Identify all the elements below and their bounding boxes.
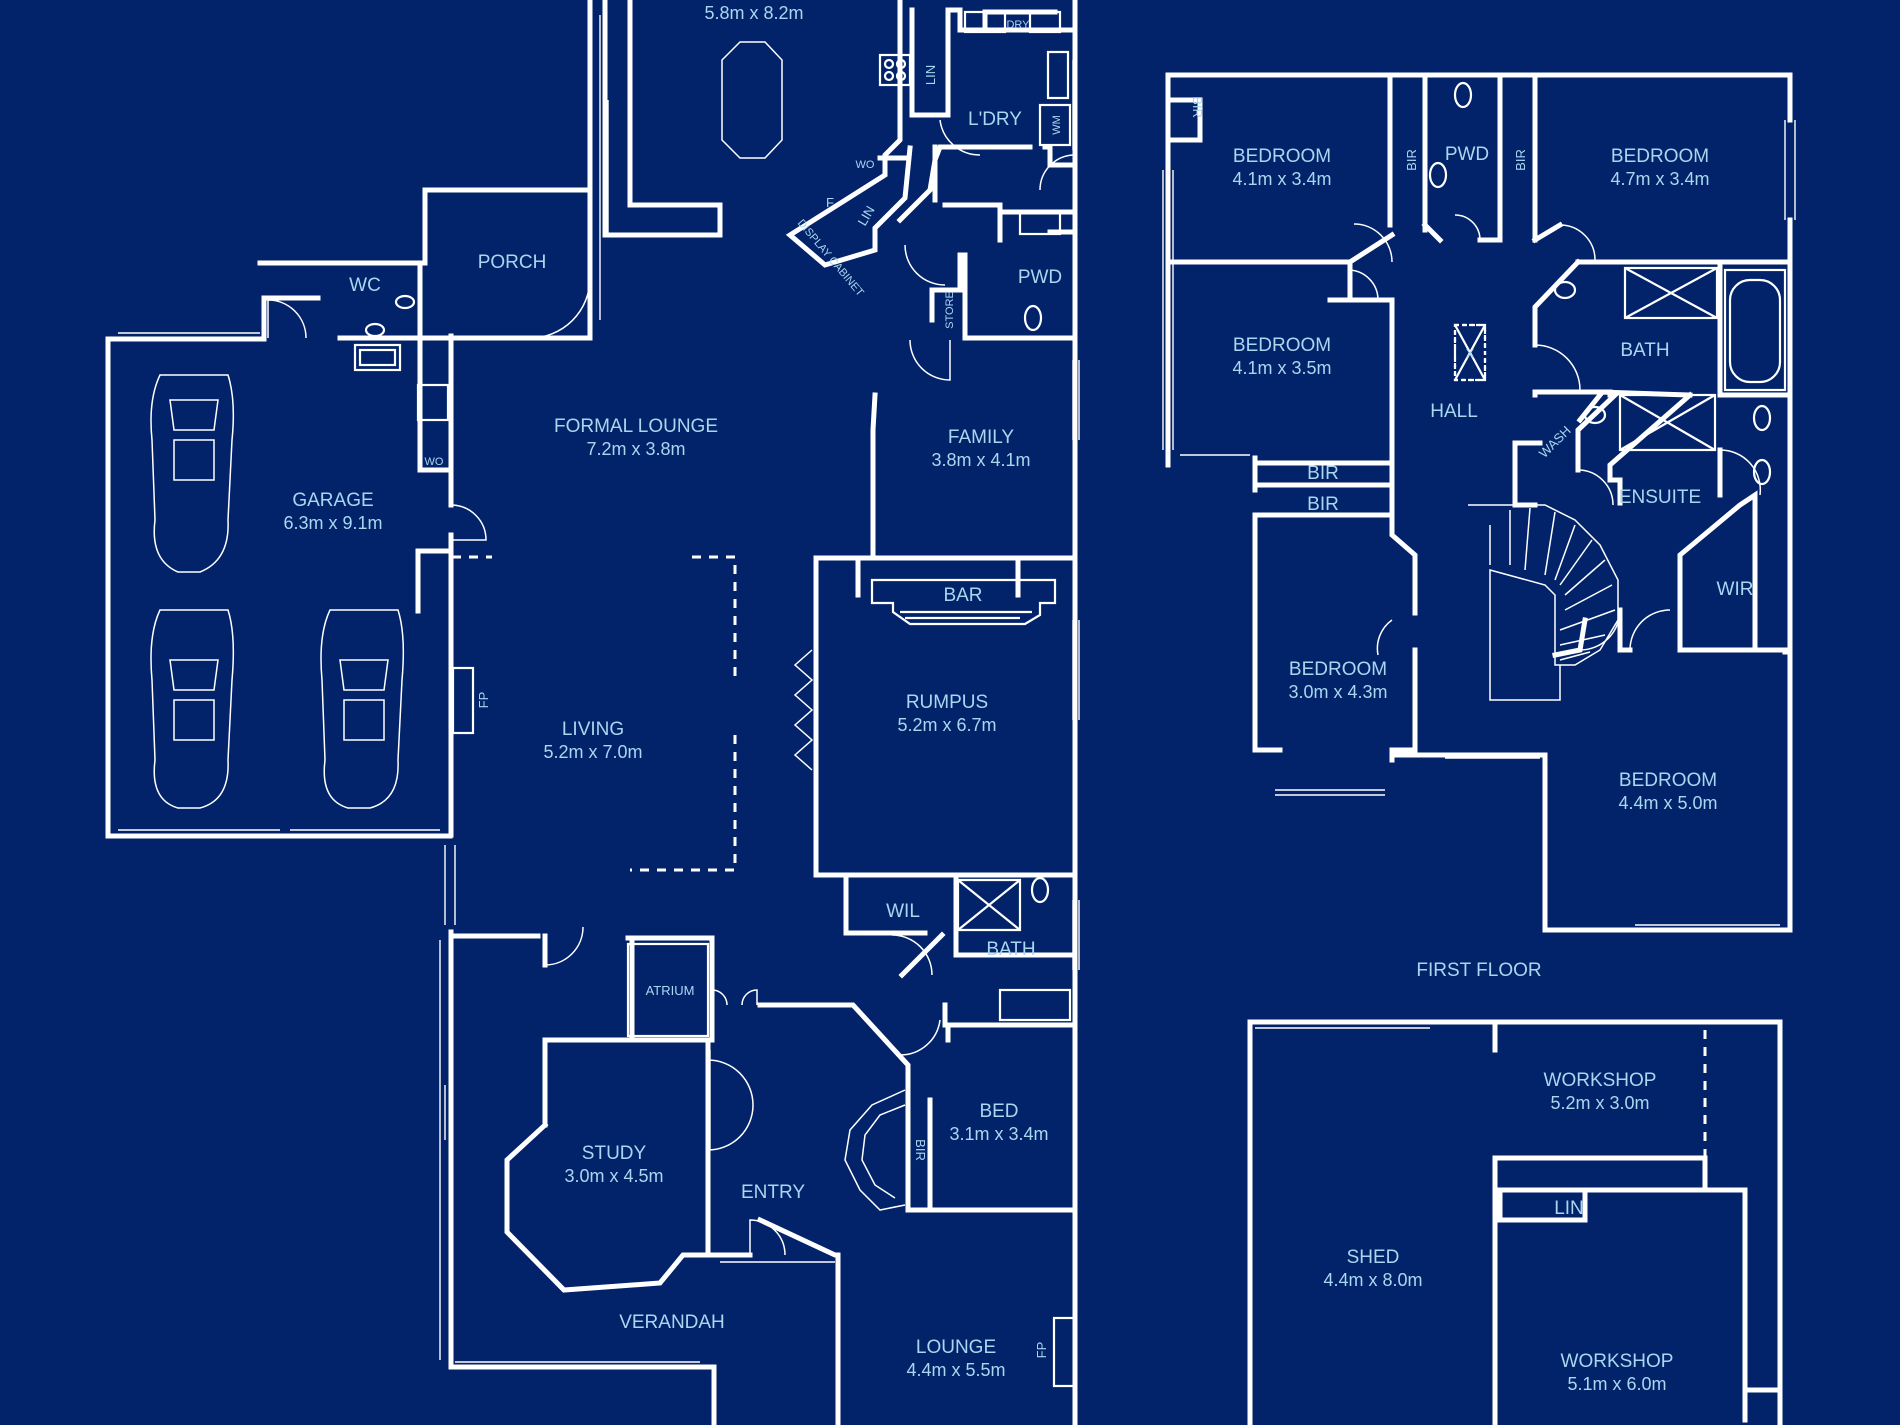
ff-hall-label: HALL [1430, 401, 1478, 422]
first-floor-fixtures [1428, 81, 1787, 486]
workshop-1-name: WORKSHOP [1544, 1070, 1657, 1091]
entry-stairs [844, 1089, 906, 1211]
first-floor-windows [1162, 120, 1796, 926]
garage-wo-label: WO [425, 456, 444, 468]
atrium-label: ATRIUM [646, 983, 695, 998]
laundry-label: L'DRY [968, 109, 1022, 130]
family-dimensions: 3.8m x 4.1m [931, 450, 1030, 470]
ff-ensuite-label: ENSUITE [1619, 487, 1701, 508]
workshop-1-dimensions: 5.2m x 3.0m [1550, 1093, 1649, 1113]
ff-bir-right-label: BIR [1513, 149, 1528, 171]
living-dimensions: 5.2m x 7.0m [543, 742, 642, 762]
first-floor-stairs-treads [1489, 507, 1616, 661]
living-name: LIVING [562, 719, 624, 740]
bath-label: BATH [986, 939, 1035, 960]
outbuilding-walls [1247, 1019, 1783, 1425]
wm-label: WM [1051, 115, 1063, 135]
laundry-lin-label: LIN [923, 65, 938, 85]
kitchen-island [721, 41, 783, 159]
kitchen-f-label: F [826, 195, 834, 210]
garage-name: GARAGE [292, 490, 373, 511]
rumpus-folding-doors [793, 649, 814, 771]
dry-label: DRY [1006, 19, 1030, 31]
formal-lounge-name: FORMAL LOUNGE [554, 416, 718, 437]
ff-bedroom-1-dimensions: 4.1m x 3.4m [1232, 169, 1331, 189]
ff-bedroom-2-dimensions: 4.7m x 3.4m [1610, 169, 1709, 189]
workshop-2-dimensions: 5.1m x 6.0m [1567, 1374, 1666, 1394]
garage-cars [150, 374, 405, 809]
formal-lounge-dimensions: 7.2m x 3.8m [586, 439, 685, 459]
wc-label: WC [349, 275, 381, 296]
ff-bedroom-3-name: BEDROOM [1233, 335, 1331, 356]
ff-bedroom-5-dimensions: 4.4m x 5.0m [1618, 793, 1717, 813]
family-name: FAMILY [948, 427, 1014, 448]
shed-name: SHED [1347, 1247, 1400, 1268]
living-dashed-boundary-south [630, 735, 737, 872]
atrium-box [626, 942, 710, 1038]
ground-floor-windows [118, 15, 1080, 1363]
rumpus-name: RUMPUS [906, 692, 988, 713]
first-floor-title: FIRST FLOOR [1416, 960, 1541, 981]
porch-label: PORCH [478, 252, 547, 273]
lounge-dimensions: 4.4m x 5.5m [906, 1360, 1005, 1380]
bar-counter-inner [900, 610, 1032, 620]
kitchen-lin-label: LIN [855, 203, 878, 228]
shed-dimensions: 4.4m x 8.0m [1323, 1270, 1422, 1290]
lounge-fp-label: FP [1034, 1342, 1049, 1359]
ff-bedroom-5-name: BEDROOM [1619, 770, 1717, 791]
bar-counter [870, 578, 1057, 626]
ground-doors [267, 119, 1076, 1256]
study-dimensions: 3.0m x 4.5m [564, 1166, 663, 1186]
kitchen-wo-label: WO [856, 159, 875, 171]
lounge-fireplace [1052, 1316, 1076, 1388]
ff-bedroom-3-dimensions: 4.1m x 3.5m [1232, 358, 1331, 378]
ff-bedroom-4-name: BEDROOM [1289, 659, 1387, 680]
ff-bir-upper-label: BIR [1307, 463, 1339, 484]
bar-label: BAR [943, 585, 982, 606]
dining-dimensions: 5.8m x 8.2m [704, 3, 803, 23]
room-labels: 5.8m x 8.2m DRY L'DRY LIN WM WO F LIN DI… [283, 3, 1753, 1394]
ff-bath-label: BATH [1620, 340, 1669, 361]
ff-bir-corner-label: BIR [1190, 96, 1205, 118]
outbuilding-lin-label: LIN [1554, 1198, 1584, 1219]
bed-bir-label: BIR [913, 1139, 928, 1161]
hall-skylight [1453, 323, 1487, 382]
first-floor-doors [1347, 214, 1762, 656]
entry-label: ENTRY [741, 1182, 805, 1203]
workshop-2-name: WORKSHOP [1561, 1351, 1674, 1372]
rumpus-dimensions: 5.2m x 6.7m [897, 715, 996, 735]
ff-skylight-mark: X [1466, 346, 1475, 361]
ff-pwd-label: PWD [1445, 144, 1489, 165]
study-name: STUDY [582, 1143, 647, 1164]
ff-bedroom-1-name: BEDROOM [1233, 146, 1331, 167]
lounge-name: LOUNGE [916, 1337, 996, 1358]
garage-fp-label: FP [476, 692, 491, 709]
ff-bir-left-label: BIR [1404, 149, 1419, 171]
laundry-fixtures [878, 10, 1072, 147]
store-label: STORE [944, 291, 956, 329]
ff-bedroom-2-name: BEDROOM [1611, 146, 1709, 167]
first-floor-stairs [1468, 504, 1619, 701]
ground-shower [956, 878, 1022, 932]
verandah-label: VERANDAH [619, 1312, 725, 1333]
ground-floor-walls [105, 0, 1078, 1425]
bed-name: BED [979, 1101, 1018, 1122]
ff-bir-lower-label: BIR [1307, 494, 1339, 515]
ff-bedroom-4-dimensions: 3.0m x 4.3m [1288, 682, 1387, 702]
living-dashed-boundary-east [692, 555, 737, 680]
ff-wir-label: WIR [1717, 579, 1754, 600]
garage-side-fixtures [353, 210, 1072, 1022]
pwd-label: PWD [1018, 267, 1062, 288]
bed-dimensions: 3.1m x 3.4m [949, 1124, 1048, 1144]
garage-dimensions: 6.3m x 9.1m [283, 513, 382, 533]
wil-label: WIL [886, 901, 920, 922]
garage-fireplace [451, 666, 475, 735]
first-floor-walls [1165, 72, 1793, 933]
